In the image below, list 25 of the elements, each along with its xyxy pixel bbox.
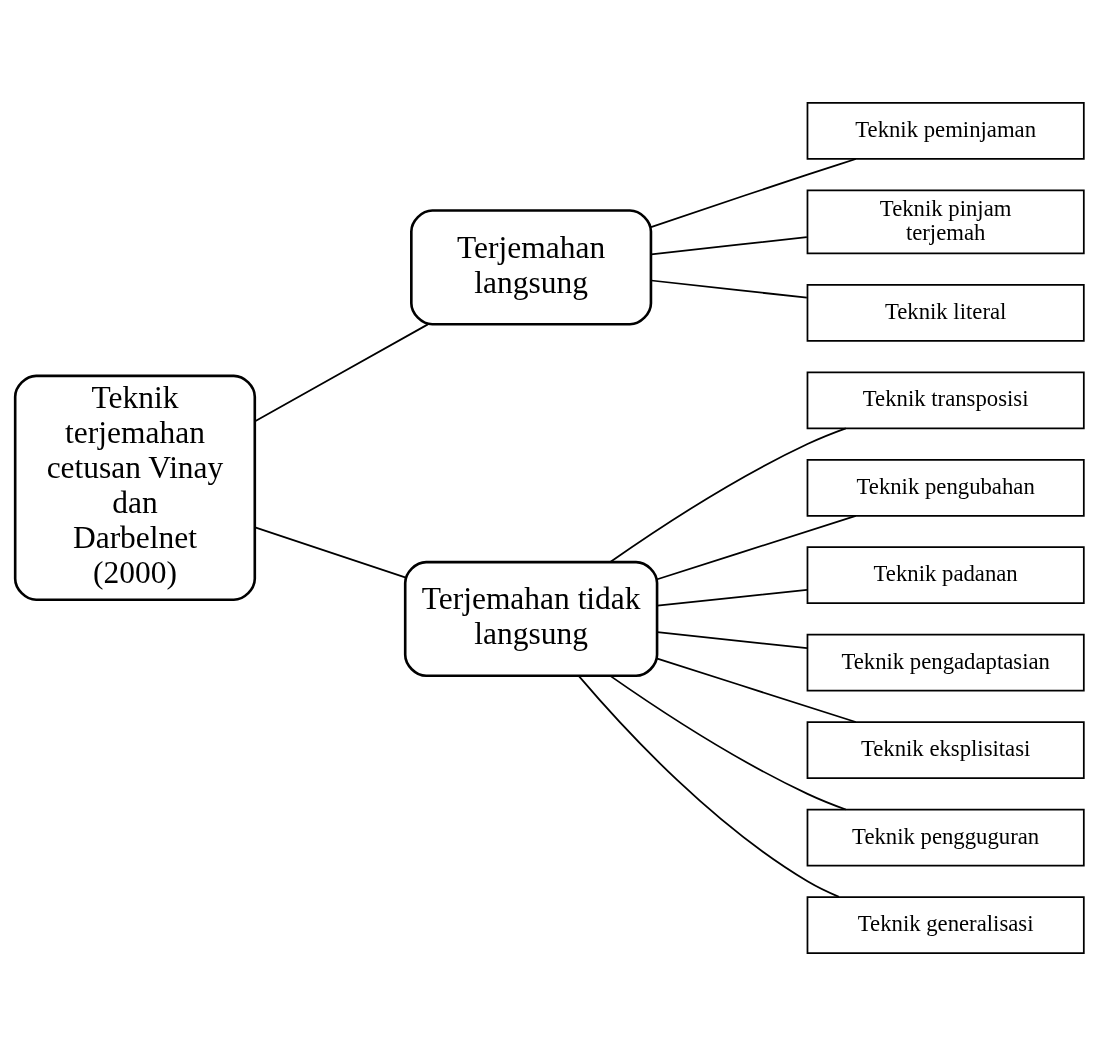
connector [650, 157, 857, 228]
node-box: Teknik eksplisitasi [806, 720, 1085, 779]
node-box: Teknik pengubahan [806, 458, 1085, 517]
node-box: Teknik terjemahan cetusan Vinay dan Darbelnet (2000) [13, 374, 257, 601]
connector [650, 279, 808, 299]
connector [577, 674, 840, 898]
connector [656, 657, 857, 723]
node-box: Teknik generalisasi [806, 895, 1085, 954]
node-box: Teknik transposisi [806, 370, 1085, 429]
node-box: Teknik literal [806, 283, 1085, 342]
node-box: Teknik pengadaptasian [806, 633, 1085, 692]
connector [609, 674, 847, 810]
node-box: Terjemahan tidak langsung [403, 560, 659, 677]
connector [650, 235, 808, 255]
node-box: Teknik padanan [806, 545, 1085, 604]
connector [656, 630, 808, 649]
connector [254, 323, 429, 422]
connector [656, 514, 857, 580]
node-box: Teknik peminjaman [806, 101, 1085, 160]
node-box: Teknik pinjam terjemah [806, 189, 1085, 254]
connector [254, 525, 407, 578]
node-box: Terjemahan langsung [410, 208, 653, 326]
connector [656, 588, 808, 607]
node-box: Teknik pengguguran [806, 808, 1085, 866]
connector [609, 427, 847, 563]
